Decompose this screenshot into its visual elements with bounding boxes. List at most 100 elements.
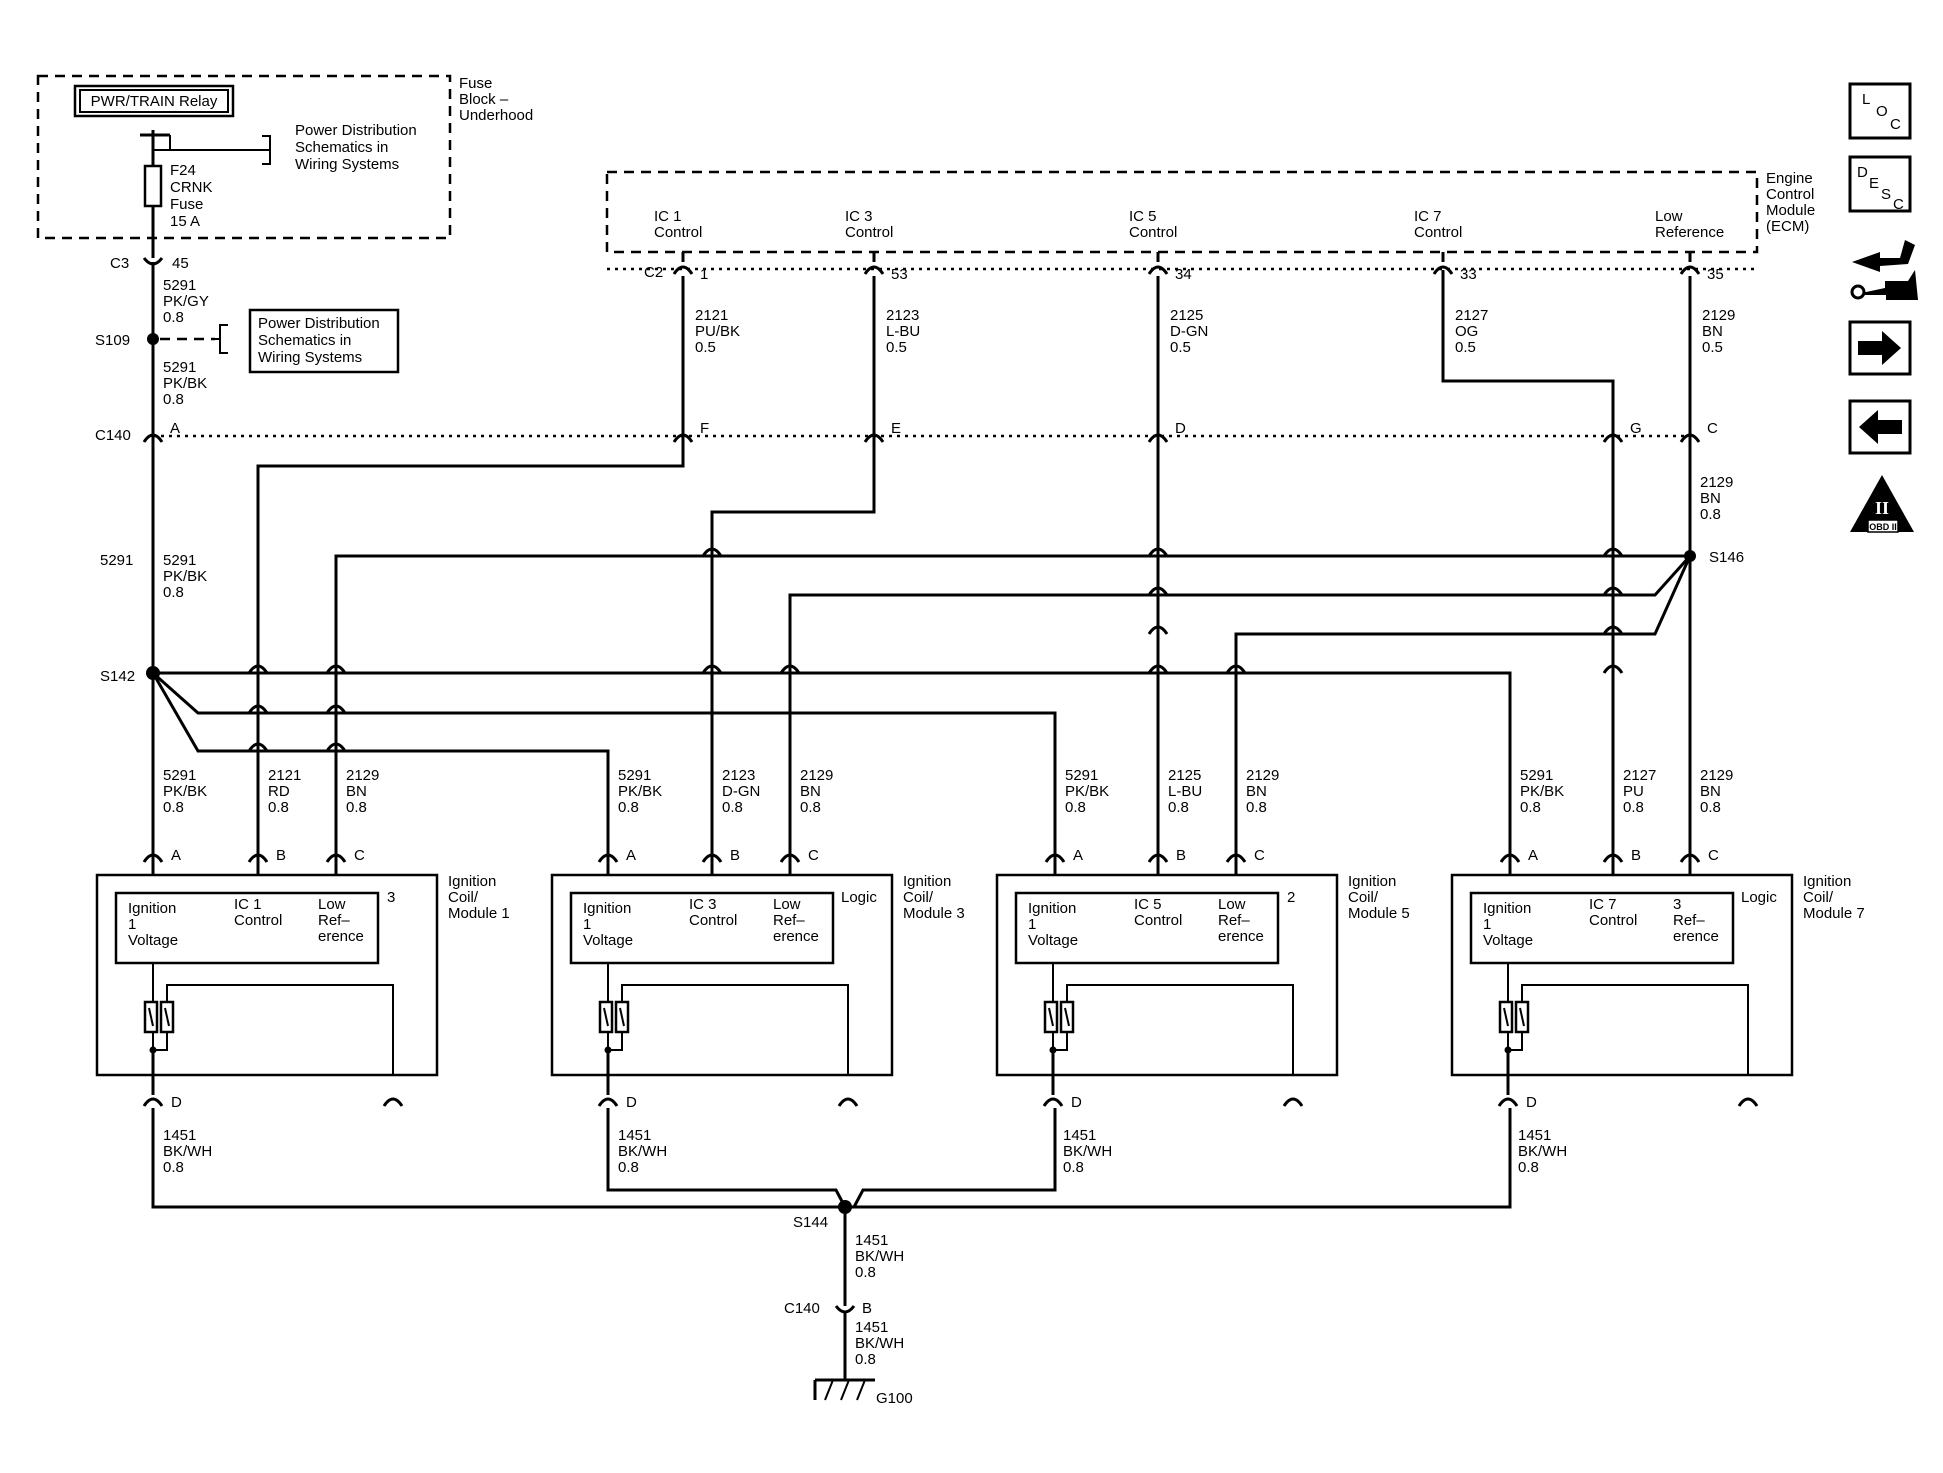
fuse-block-title-2: Block – — [459, 91, 509, 108]
ground-wire-a-size: 0.8 — [855, 1264, 876, 1281]
s109-splice — [147, 333, 159, 345]
c140-pin-G: G — [1602, 420, 1642, 446]
coil-wire-size: 0.8 — [268, 799, 289, 816]
ecm-wire-number: 2129 — [1702, 307, 1735, 324]
coil-wire-number: 2129 — [800, 767, 833, 784]
coil-wire-color: RD — [268, 783, 290, 800]
coil-name-2: Coil/ — [1803, 889, 1834, 906]
coil-wire-color: PK/BK — [1065, 783, 1109, 800]
coil-wire-color: BN — [346, 783, 367, 800]
ecm-pin-number: 35 — [1707, 266, 1724, 283]
coil-ground-wire-size: 0.8 — [1518, 1159, 1539, 1176]
ground-circuit: S144 1451 BK/WH 0.8 C140 B 1451 BK/WH 0.… — [151, 1108, 1512, 1407]
g100-label: G100 — [876, 1390, 913, 1407]
nav-icons: L O C D E S C II OBD II — [1848, 82, 1918, 533]
coil-name-1: Ignition — [903, 873, 951, 890]
c140-pin-letter: F — [700, 420, 709, 437]
c140-pin-D: D — [1147, 420, 1186, 446]
ecm-title-1: Engine — [1766, 170, 1813, 187]
coil-cell-text: IC 5 — [1134, 896, 1162, 913]
coil-cell-text: Ref– — [773, 912, 805, 929]
coil-wire-color: PK/BK — [163, 783, 207, 800]
coil-cell-text: Ignition — [583, 900, 631, 917]
ground-c140-pin: B — [862, 1300, 872, 1317]
obd-ii-icon[interactable]: II OBD II — [1850, 475, 1914, 533]
next-page-arrow-icon[interactable] — [1848, 320, 1912, 376]
s109-power-ref-box — [248, 308, 400, 374]
coil-wire-number: 5291 — [1065, 767, 1098, 784]
s109-ref-line-1: Power Distribution — [258, 315, 380, 332]
ground-c140-label: C140 — [784, 1300, 820, 1317]
ecm-pin-label-2: Control — [1414, 224, 1462, 241]
ecm-pin-number: 34 — [1175, 266, 1192, 283]
ecm-pin-label-2: Control — [845, 224, 893, 241]
coil-wire-color: PK/BK — [618, 783, 662, 800]
ecm-wire-color: D-GN — [1170, 323, 1208, 340]
connector-wrench-icon[interactable] — [1850, 240, 1918, 300]
ecm-wire-size: 0.5 — [695, 339, 716, 356]
coil-pin-letter: B — [276, 847, 286, 864]
coil-spare-cavity-icon — [382, 1097, 404, 1107]
loc-letter-c: C — [1890, 116, 1901, 133]
coil-cell-text: Low — [773, 896, 801, 913]
coil-winding-icon — [1498, 1000, 1514, 1034]
ground-wire-a-color: BK/WH — [855, 1248, 904, 1265]
coil-cell-text: Ignition — [1483, 900, 1531, 917]
coil-cell-text: Voltage — [583, 932, 633, 949]
coil-wire-number: 2123 — [722, 767, 755, 784]
coil-logic-tag: Logic — [1741, 889, 1777, 906]
desc-letter-s: S — [1881, 186, 1891, 203]
coil-ground-wire-color: BK/WH — [1063, 1143, 1112, 1160]
coil-cell-text: 1 — [1028, 916, 1036, 933]
coil-name-3: Module 1 — [448, 905, 510, 922]
ecm-pin-number: 1 — [700, 266, 708, 283]
coil-cell-text: Voltage — [1483, 932, 1533, 949]
coil-pin-letter: C — [1708, 847, 1719, 864]
coil-cell-text: Control — [689, 912, 737, 929]
c3-connector-label: C3 — [110, 255, 129, 272]
ground-symbol-icon — [813, 1378, 875, 1401]
prev-page-arrow-icon[interactable] — [1848, 399, 1912, 455]
coil-name-2: Coil/ — [1348, 889, 1379, 906]
ecm-connector-c2: C2 — [644, 264, 663, 281]
ecm-wire-number: 2125 — [1170, 307, 1203, 324]
coil-wire-size: 0.8 — [1700, 799, 1721, 816]
coil-cell-text: IC 3 — [689, 896, 717, 913]
coil-name-3: Module 5 — [1348, 905, 1410, 922]
loc-button[interactable]: L O C — [1848, 82, 1912, 140]
loc-letter-l: L — [1862, 91, 1870, 108]
ecm-wire-size: 0.5 — [1702, 339, 1723, 356]
wire-5291-pkbk-num: 5291 — [163, 359, 196, 376]
coil-wire-size: 0.8 — [722, 799, 743, 816]
desc-button[interactable]: D E S C — [1848, 155, 1912, 213]
coil-ground-wire-number: 1451 — [1518, 1127, 1551, 1144]
coil-wire-size: 0.8 — [1168, 799, 1189, 816]
coil-pin-letter: A — [1073, 847, 1083, 864]
coil-cell-text: IC 7 — [1589, 896, 1617, 913]
wire-5291-pkgy-num: 5291 — [163, 277, 196, 294]
coil-housing — [995, 873, 1339, 1077]
coil-cell-text: erence — [318, 928, 364, 945]
loc-letter-o: O — [1876, 103, 1888, 120]
coil-wire-size: 0.8 — [1065, 799, 1086, 816]
c140-pin-letter: A — [170, 420, 180, 437]
desc-letter-c: C — [1893, 196, 1904, 213]
wire-5291-pkbk-color: PK/BK — [163, 375, 207, 392]
coil-winding-icon — [143, 1000, 159, 1034]
coil-housing — [95, 873, 439, 1077]
coil-wire-number: 2121 — [268, 767, 301, 784]
coil-wire-number: 2127 — [1623, 767, 1656, 784]
ecm-wire-color: OG — [1455, 323, 1478, 340]
s144-label: S144 — [793, 1214, 828, 1231]
c140-pin-C: C — [1679, 420, 1718, 446]
coil-cell-text: Ignition — [1028, 900, 1076, 917]
ecm-pin-label-1: Low — [1655, 208, 1683, 225]
wire-5291-c-size: 0.8 — [163, 584, 184, 601]
c140-pin-F: F — [672, 420, 709, 446]
coil-wire-number: 2129 — [346, 767, 379, 784]
fuse-name: F24 — [170, 162, 196, 179]
coil-wire-number: 2129 — [1246, 767, 1279, 784]
coil-ground-wire-color: BK/WH — [1518, 1143, 1567, 1160]
wire-5291-pkgy-color: PK/GY — [163, 293, 209, 310]
